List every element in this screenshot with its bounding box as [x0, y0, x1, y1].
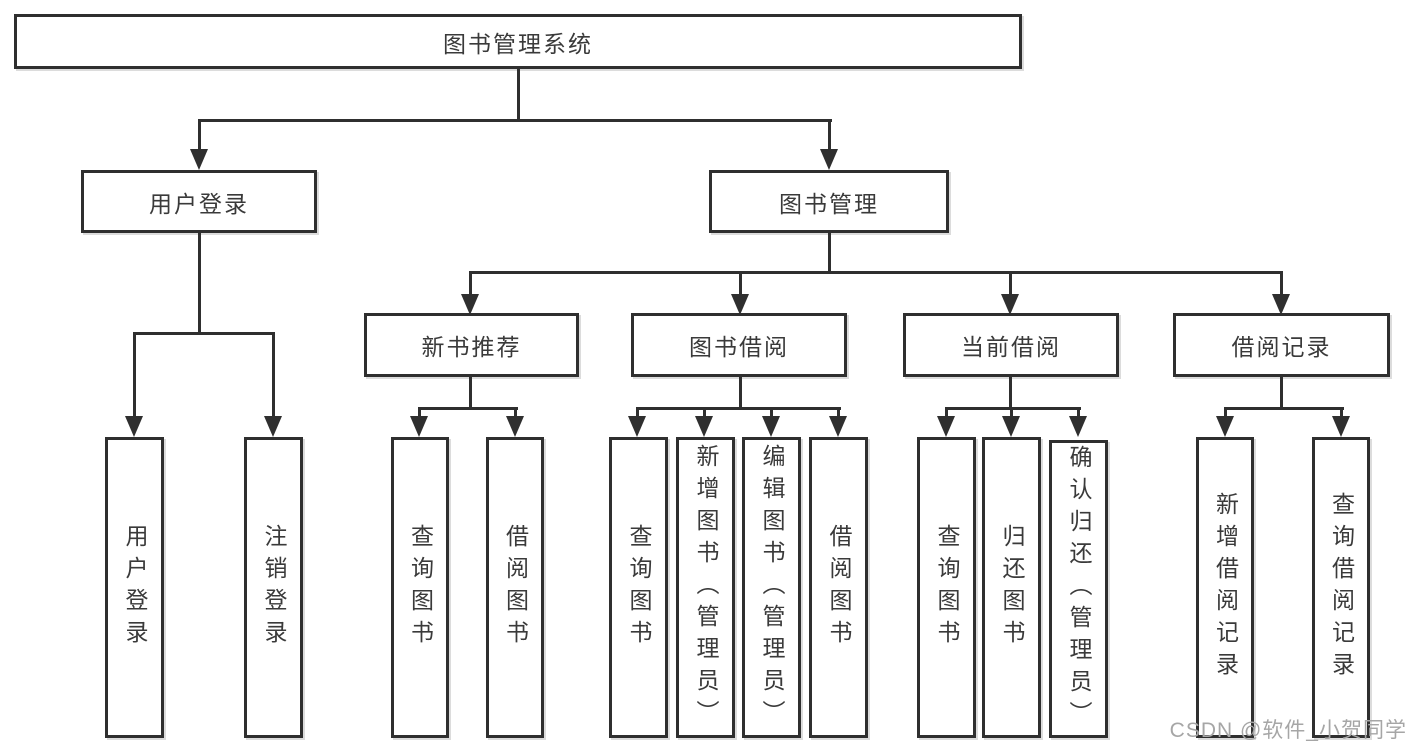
- node-nbr-borrow-books-label: 借阅图书: [502, 523, 529, 652]
- node-cb-query-books-label: 查询图书: [934, 523, 960, 652]
- connector-drop-cb-query: [945, 407, 948, 419]
- connector-drop-cb-return: [1010, 407, 1013, 419]
- connector-drop-nbr-borrow: [514, 407, 517, 419]
- node-br-query-record: 查询借阅记录: [1312, 437, 1370, 738]
- arrowhead-new-book-rec: [461, 294, 479, 315]
- node-br-query-record-label: 查询借阅记录: [1328, 491, 1355, 684]
- arrowhead-book-mgmt: [820, 149, 838, 170]
- node-book-mgmt-label: 图书管理: [779, 190, 879, 217]
- node-borrow-records: 借阅记录: [1173, 313, 1390, 377]
- node-current-borrow-label: 当前借阅: [961, 334, 1061, 360]
- connector-drop-user-login-leaf: [133, 332, 136, 418]
- node-logout-leaf-label: 注销登录: [261, 523, 287, 652]
- node-bb-borrow-books: 借阅图书: [809, 437, 868, 738]
- connector-drop-cb-confirm: [1077, 407, 1080, 419]
- node-current-borrow: 当前借阅: [903, 313, 1119, 377]
- connector-drop-new-book-rec: [469, 271, 472, 296]
- node-new-book-rec: 新书推荐: [364, 313, 579, 377]
- node-logout-leaf: 注销登录: [244, 437, 303, 738]
- arrowhead-user-login-leaf: [125, 416, 143, 437]
- node-bb-add-books: 新增图书（管理员）: [676, 437, 735, 738]
- connector-user-login-spread: [133, 332, 275, 335]
- arrowhead-book-borrow: [731, 294, 749, 315]
- connector-user-login-stem: [198, 232, 201, 334]
- arrowhead-br-add: [1216, 416, 1234, 437]
- csdn-watermark: CSDN @软件_小贺同学: [1169, 719, 1405, 742]
- node-user-login-leaf-label: 用户登录: [122, 523, 148, 652]
- connector-drop-bb-edit: [770, 407, 773, 419]
- node-user-login: 用户登录: [81, 170, 317, 233]
- connector-br-stem: [1280, 376, 1283, 410]
- node-bb-borrow-books-label: 借阅图书: [826, 523, 852, 652]
- connector-drop-br-add: [1224, 407, 1227, 419]
- arrowhead-cb-confirm: [1069, 416, 1087, 437]
- connector-drop-bb-borrow: [837, 407, 840, 419]
- node-cb-confirm-return-label: 确认归还（管理员）: [1066, 445, 1092, 733]
- connector-bb-spread: [636, 407, 841, 410]
- node-user-login-label: 用户登录: [149, 190, 249, 217]
- connector-drop-nbr-query: [418, 407, 421, 419]
- node-book-mgmt: 图书管理: [709, 170, 949, 233]
- arrowhead-user-login: [190, 149, 208, 170]
- node-nbr-borrow-books: 借阅图书: [486, 437, 544, 738]
- arrowhead-bb-add: [695, 416, 713, 437]
- arrowhead-logout-leaf: [264, 416, 282, 437]
- node-book-borrow: 图书借阅: [631, 313, 847, 377]
- arrowhead-nbr-borrow: [506, 416, 524, 437]
- node-bb-query-books-label: 查询图书: [626, 523, 652, 652]
- node-nbr-query-books: 查询图书: [391, 437, 449, 738]
- connector-drop-bb-query: [636, 407, 639, 419]
- node-root: 图书管理系统: [14, 14, 1022, 69]
- node-book-borrow-label: 图书借阅: [689, 334, 789, 360]
- connector-root-stem: [517, 67, 520, 121]
- connector-level1-spread: [198, 119, 832, 122]
- connector-drop-user-login: [198, 119, 201, 152]
- node-cb-return-books-label: 归还图书: [999, 523, 1025, 652]
- node-nbr-query-books-label: 查询图书: [407, 523, 434, 652]
- node-user-login-leaf: 用户登录: [105, 437, 164, 738]
- arrowhead-bb-borrow: [829, 416, 847, 437]
- arrowhead-bb-edit: [762, 416, 780, 437]
- node-bb-add-books-label: 新增图书（管理员）: [693, 443, 719, 732]
- connector-drop-book-mgmt: [828, 119, 831, 152]
- node-cb-query-books: 查询图书: [917, 437, 976, 738]
- node-bb-edit-books: 编辑图书（管理员）: [742, 437, 801, 738]
- node-bb-query-books: 查询图书: [609, 437, 668, 738]
- node-new-book-rec-label: 新书推荐: [421, 334, 522, 360]
- connector-drop-logout-leaf: [272, 332, 275, 418]
- node-borrow-records-label: 借阅记录: [1231, 334, 1332, 360]
- connector-nbr-stem: [469, 376, 472, 410]
- connector-bb-stem: [739, 376, 742, 410]
- arrowhead-cb-return: [1002, 416, 1020, 437]
- arrowhead-nbr-query: [410, 416, 428, 437]
- connector-br-spread: [1224, 407, 1344, 410]
- node-br-add-record: 新增借阅记录: [1196, 437, 1254, 738]
- arrowhead-current-borrow: [1001, 294, 1019, 315]
- connector-cb-stem: [1009, 376, 1012, 410]
- arrowhead-cb-query: [937, 416, 955, 437]
- node-br-add-record-label: 新增借阅记录: [1212, 491, 1239, 684]
- connector-drop-current-borrow: [1009, 271, 1012, 296]
- node-cb-return-books: 归还图书: [982, 437, 1041, 738]
- connector-drop-br-query: [1340, 407, 1343, 419]
- connector-level3-spread: [469, 271, 1283, 274]
- connector-drop-book-borrow: [739, 271, 742, 296]
- connector-book-mgmt-stem: [828, 232, 831, 273]
- node-bb-edit-books-label: 编辑图书（管理员）: [759, 443, 785, 732]
- connector-nbr-spread: [418, 407, 518, 410]
- connector-drop-bb-add: [703, 407, 706, 419]
- node-cb-confirm-return: 确认归还（管理员）: [1049, 440, 1108, 738]
- arrowhead-borrow-records: [1272, 294, 1290, 315]
- connector-drop-borrow-records: [1280, 271, 1283, 296]
- connector-cb-spread: [945, 407, 1081, 410]
- arrowhead-bb-query: [628, 416, 646, 437]
- arrowhead-br-query: [1332, 416, 1350, 437]
- node-root-label: 图书管理系统: [443, 30, 593, 57]
